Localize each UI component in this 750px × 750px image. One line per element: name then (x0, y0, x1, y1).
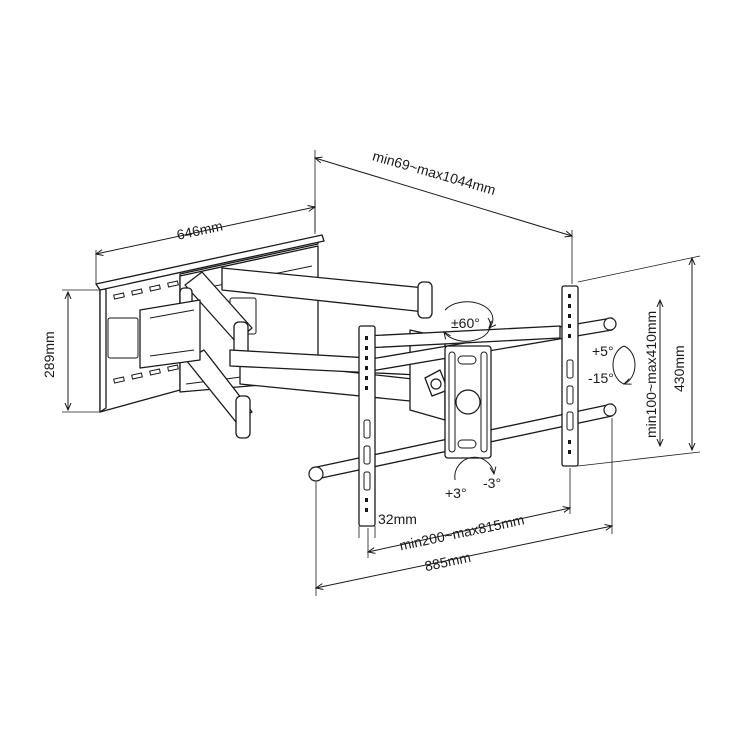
dim-extension-label: min69~max1044mm (371, 147, 498, 197)
dim-wall-plate-height-label: 289mm (41, 331, 57, 378)
right-arm-holes (566, 294, 574, 454)
left-arm-holes (363, 336, 371, 512)
swivel-badge: ±60° (451, 315, 480, 331)
dim-wall-plate-width-label: 646mm (175, 217, 224, 242)
dim-total-height (577, 255, 701, 467)
dim-vesa-horizontal (368, 468, 570, 558)
rotate-right-label: -3° (483, 475, 501, 491)
dim-total-height-label: 430mm (671, 345, 687, 392)
dim-vesa-horizontal-label: min200~max815mm (398, 511, 526, 553)
tilt-arrow-icon (612, 345, 636, 384)
swivel-arrow-icon (444, 301, 493, 342)
dim-vesa-vertical-label: min100~max410mm (643, 311, 659, 438)
tilt-down-label: -15° (588, 370, 614, 386)
swing-arm (139, 267, 449, 439)
dim-extension (315, 150, 572, 284)
dim-wall-plate-height (62, 289, 100, 413)
wall-plate-slots (113, 280, 179, 384)
rotate-left-label: +3° (445, 485, 467, 501)
rotate-arrow-icon (454, 456, 494, 481)
tv-bracket (308, 285, 617, 527)
dim-rail-offset-label: 32mm (378, 511, 417, 527)
dim-arm-span-label: 885mm (423, 549, 472, 574)
dim-rail-offset (358, 526, 376, 538)
tilt-up-label: +5° (592, 343, 614, 359)
swivel-label: ±60° (451, 315, 480, 331)
